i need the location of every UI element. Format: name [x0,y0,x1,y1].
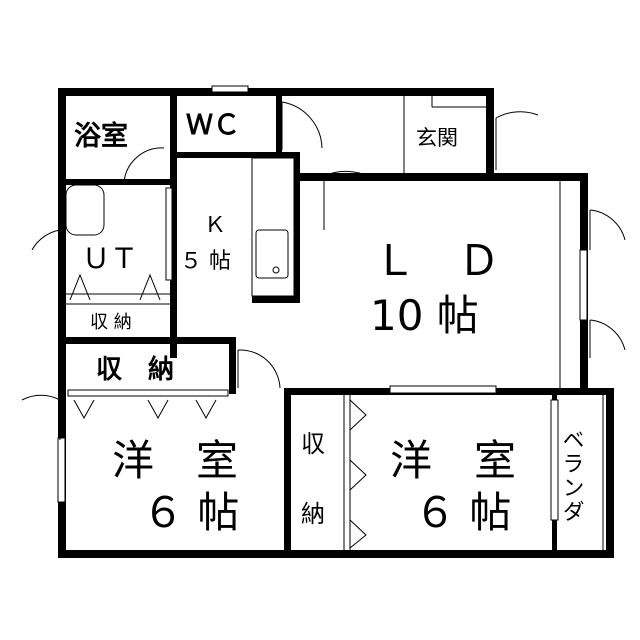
room-label-utility-storage: 収 納 [90,312,132,333]
room-label-wc: ＷＣ [186,110,240,141]
room-label-storage: 収 納 [96,354,174,385]
doors [21,101,626,549]
room-label-veranda: ベランダ [559,428,584,524]
room-label-entrance: 玄関 [416,126,458,150]
room-label-western-1: 洋 室 [112,436,238,485]
room-label-western-2: 洋 室 [390,436,516,485]
room-label-closet-top: 収 [301,430,325,458]
room-label-closet-bottom: 納 [301,500,325,528]
room-size-western-2: ６ 帖 [414,488,511,537]
room-size-ld: 10 帖 [370,291,479,340]
room-size-western-1: ６ 帖 [142,488,239,537]
windows [57,85,588,521]
room-label-ld: Ｌ Ｄ [374,236,500,285]
room-size-kitchen: ５ 帖 [180,249,231,274]
room-label-bath: 浴室 [74,120,128,152]
room-label-utility: ＵＴ [82,242,138,275]
room-label-kitchen: Ｋ [204,213,226,238]
thin-partitions [66,96,604,550]
